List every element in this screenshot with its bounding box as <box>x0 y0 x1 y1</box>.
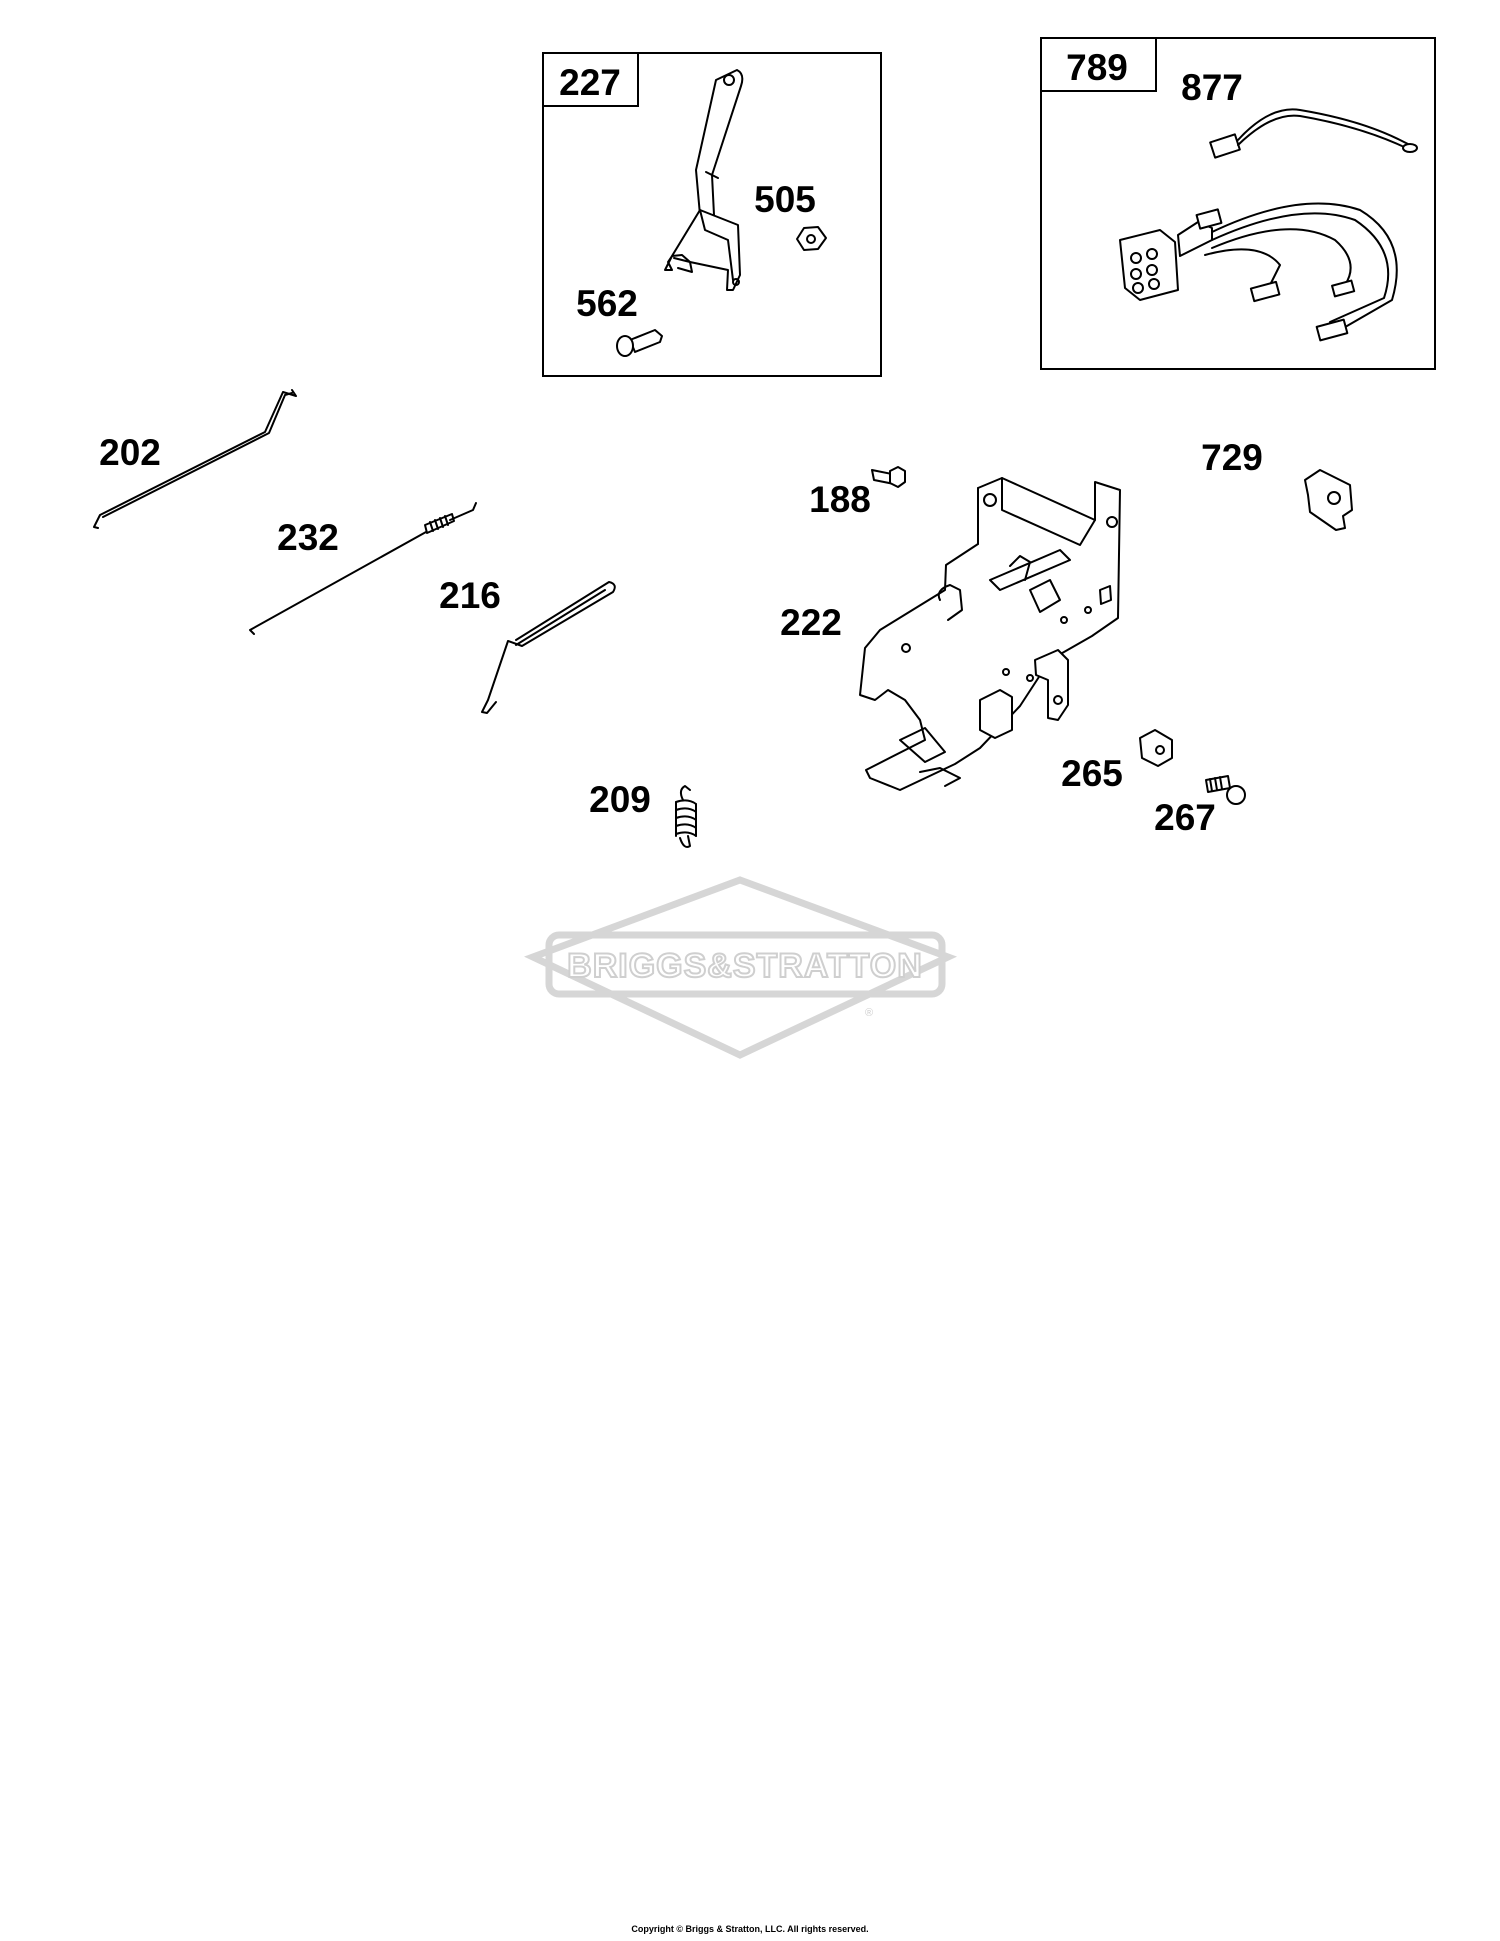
bolt-part-188 <box>871 466 906 488</box>
callout-227[interactable]: 227 <box>559 62 621 103</box>
control-bracket-part-222 <box>859 477 1121 791</box>
kit-box-227: 227 505 562 <box>542 52 882 377</box>
bolt-part-562 <box>616 329 663 357</box>
small-wire-harness-part <box>1209 108 1418 159</box>
kit-box-789: 789 877 <box>1040 37 1436 370</box>
kit-box-789-frame <box>1040 37 1436 370</box>
callout-209[interactable]: 209 <box>589 779 651 820</box>
callout-729[interactable]: 729 <box>1201 437 1263 478</box>
callout-267[interactable]: 267 <box>1154 797 1216 838</box>
governor-link-rod-part-202 <box>93 389 297 529</box>
callout-877[interactable]: 877 <box>1181 67 1243 108</box>
nut-part-505 <box>796 226 827 251</box>
callout-789[interactable]: 789 <box>1066 47 1128 88</box>
spring-link-part-232 <box>249 502 477 635</box>
callout-222[interactable]: 222 <box>780 602 842 643</box>
bracket-part-729 <box>1304 469 1353 531</box>
watermark-registered-mark: ® <box>865 1007 873 1019</box>
kit-box-227-frame <box>542 52 882 377</box>
kit-box-789-label-frame <box>1040 37 1157 92</box>
callout-505[interactable]: 505 <box>754 179 816 220</box>
throttle-lever-part <box>664 69 744 291</box>
callout-232[interactable]: 232 <box>277 517 339 558</box>
choke-link-part-216 <box>481 581 616 714</box>
main-wire-harness-part <box>1119 202 1398 342</box>
briggs-stratton-watermark-logo: BRIGGS&STRATTON ® <box>524 876 958 1059</box>
callout-216[interactable]: 216 <box>439 575 501 616</box>
callout-562[interactable]: 562 <box>576 283 638 324</box>
clip-part-265 <box>1139 729 1173 767</box>
callout-188[interactable]: 188 <box>809 479 871 520</box>
screw-part-267 <box>1205 775 1246 805</box>
copyright-notice: Copyright © Briggs & Stratton, LLC. All … <box>631 1924 869 1934</box>
governor-spring-part-209 <box>675 785 697 848</box>
callout-265[interactable]: 265 <box>1061 753 1123 794</box>
watermark-brand-text: BRIGGS&STRATTON <box>567 947 923 985</box>
kit-box-227-label-frame <box>542 52 639 107</box>
callout-202[interactable]: 202 <box>99 432 161 473</box>
